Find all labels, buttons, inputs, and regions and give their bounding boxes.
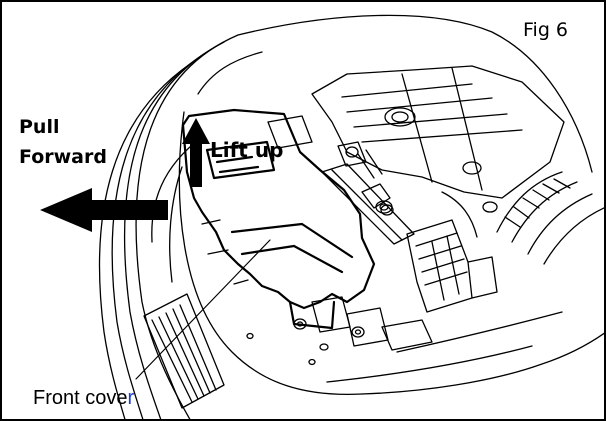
pull-forward-label: Pull Forward: [19, 112, 107, 172]
front-cover-leader-line: [135, 239, 271, 380]
grille-strip: [143, 293, 225, 409]
connector-block: [406, 219, 498, 313]
lower-hardware: [201, 219, 433, 366]
bumper-outline: [178, 14, 604, 396]
support-bracket: [321, 163, 415, 245]
headlamp-contours: [98, 34, 239, 419]
engine-cover: [311, 65, 565, 214]
front-cover-label: Front cover: [33, 387, 134, 410]
figure-number-label: Fig 6: [523, 19, 569, 41]
clamp-bolt: [267, 115, 383, 179]
front-cover-label-main: Front cove: [33, 387, 128, 409]
front-cover-plate: [181, 108, 376, 330]
pull-forward-line-1: Pull: [19, 116, 60, 138]
hoses: [441, 171, 604, 265]
pull-forward-arrow: [40, 188, 168, 232]
pull-forward-line-2: Forward: [19, 146, 107, 168]
front-cover-label-last-char: r: [127, 387, 135, 409]
lift-up-arrow: [182, 118, 210, 187]
lift-up-label: Lift up: [210, 138, 284, 162]
